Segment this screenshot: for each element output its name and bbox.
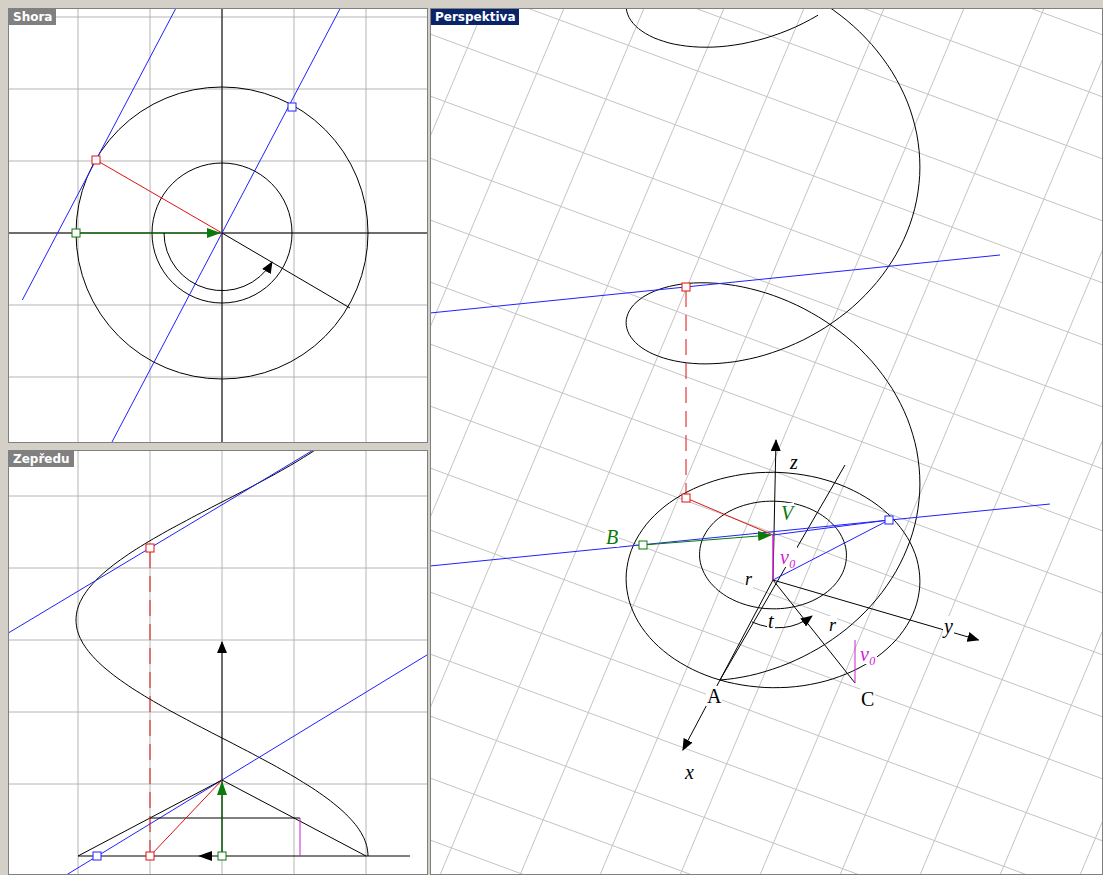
helix-plan-circle xyxy=(76,87,368,379)
construction-line xyxy=(150,818,300,819)
point xyxy=(682,494,690,502)
viewport-panel: Zepředu xyxy=(8,450,428,875)
helix-curve xyxy=(76,451,368,856)
vector-arrow xyxy=(643,535,771,545)
radius-line xyxy=(773,580,855,683)
axis-label: v₀ xyxy=(859,644,877,664)
point xyxy=(288,103,296,111)
radius-line xyxy=(96,160,222,233)
radius-line xyxy=(686,498,773,535)
radius-line xyxy=(150,780,222,856)
axis-label: v₀ xyxy=(779,547,797,567)
base-circle xyxy=(700,501,847,609)
tangent-line xyxy=(431,255,1000,313)
axis-label: y xyxy=(943,616,954,636)
vector-arrow xyxy=(76,233,220,234)
point xyxy=(92,156,100,164)
axis-label: r xyxy=(744,570,753,588)
tangent-line xyxy=(9,654,427,874)
axis-arrow xyxy=(773,580,979,640)
point xyxy=(146,544,154,552)
axis-label: A xyxy=(706,686,722,706)
point xyxy=(682,283,690,291)
rotation-arrow xyxy=(164,233,272,291)
viewport-title: Shora xyxy=(9,9,56,25)
point xyxy=(639,541,647,549)
radius-line xyxy=(222,233,350,308)
viewport-title: Perspektiva xyxy=(431,9,519,25)
height-line xyxy=(300,818,301,856)
axis-label: V xyxy=(780,503,794,523)
rotation-arrow xyxy=(752,616,812,628)
grid xyxy=(431,9,1102,874)
projection-line xyxy=(150,552,151,852)
point xyxy=(93,852,101,860)
axis-label: t xyxy=(767,611,775,631)
tangent-line xyxy=(9,451,427,633)
tangent-line xyxy=(22,9,180,300)
viewport-panel: Shora xyxy=(8,8,428,443)
construction-line xyxy=(773,520,889,580)
direction-arrow xyxy=(198,851,212,861)
height-line xyxy=(772,535,774,580)
axis-label: C xyxy=(860,689,875,709)
axis-arrow xyxy=(222,642,223,856)
grid xyxy=(9,451,427,874)
axis-arrow xyxy=(773,440,776,580)
height-line xyxy=(855,640,856,683)
point xyxy=(146,852,154,860)
axis-line xyxy=(222,9,223,442)
viewport-title: Zepředu xyxy=(9,451,74,467)
projection-line xyxy=(686,291,687,494)
axis-label: z xyxy=(789,452,799,472)
axis-arrow xyxy=(683,580,773,750)
viewport-ground xyxy=(8,450,428,875)
viewport-panel: Perspektiva xyxy=(430,8,1103,875)
viewport-ground xyxy=(430,8,1103,875)
point xyxy=(72,229,80,237)
point xyxy=(218,852,226,860)
axis-label: x xyxy=(684,762,695,782)
helix-plan-circle xyxy=(626,472,920,687)
construction-line xyxy=(720,465,845,680)
grid xyxy=(9,9,427,442)
vector-arrow xyxy=(222,782,223,856)
ground-line xyxy=(78,856,410,857)
tangent-line xyxy=(431,504,1050,566)
tangent-line xyxy=(106,9,344,442)
point xyxy=(885,516,893,524)
axis-label: r xyxy=(828,616,837,634)
helix-curve xyxy=(626,9,920,680)
axis-label: B xyxy=(605,527,619,547)
viewport-ground xyxy=(8,8,428,443)
